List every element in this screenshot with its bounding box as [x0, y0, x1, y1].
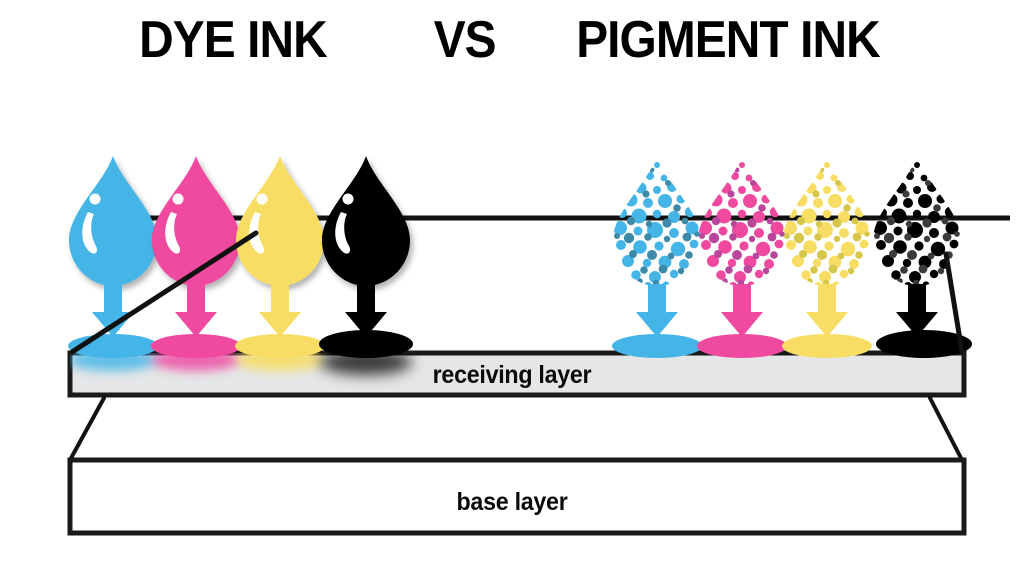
arrow-down-icon-pigment-magenta	[721, 284, 763, 337]
title-dye-ink: DYE INK	[139, 11, 329, 69]
arrow-down-icon-dye-black	[345, 284, 387, 337]
perspective-line-upper-left	[69, 230, 259, 355]
dye-drop-cyan	[69, 156, 157, 286]
arrow-down-icon-dye-yellow	[259, 284, 301, 337]
bleed-magenta	[152, 353, 240, 371]
highlight-dot-icon	[342, 193, 354, 205]
highlight-dot-icon	[89, 193, 101, 205]
puddle-dye-yellow	[235, 334, 325, 358]
puddle-group	[68, 330, 972, 358]
connector-line-right	[928, 396, 964, 462]
bleed-black	[320, 353, 412, 375]
pigment-ink-drop-group	[613, 156, 960, 286]
base-layer-label: base layer	[456, 488, 568, 516]
bleed-cyan	[70, 353, 157, 371]
puddle-pigment-cyan	[612, 334, 702, 358]
pigment-drop-black	[873, 156, 960, 286]
connector-line-left	[68, 396, 106, 462]
arrow-down-icon-pigment-yellow	[806, 284, 848, 337]
dye-drop-yellow	[236, 156, 324, 286]
dye-drop-black	[322, 156, 410, 286]
arrow-group	[92, 284, 938, 337]
dye-ink-drop-group	[69, 156, 410, 286]
pigment-drop-cyan	[613, 156, 700, 286]
page-title: DYE INK VS PIGMENT INK	[0, 14, 1024, 66]
puddle-pigment-black	[876, 330, 972, 358]
highlight-dot-icon	[256, 193, 268, 205]
arrow-down-icon-dye-cyan	[92, 284, 134, 337]
arrow-down-icon-pigment-black	[896, 284, 938, 337]
base-layer-box	[67, 457, 967, 536]
arrow-down-icon-dye-magenta	[175, 284, 217, 337]
dye-drop-magenta	[152, 156, 240, 286]
pigment-drop-magenta	[698, 156, 785, 286]
title-vs: VS	[434, 11, 497, 69]
title-pigment-ink: PIGMENT INK	[575, 11, 880, 69]
bleed-yellow	[236, 353, 324, 371]
perspective-line-upper-right	[943, 251, 965, 355]
puddle-pigment-yellow	[782, 334, 872, 358]
pigment-drop-yellow	[783, 156, 870, 286]
puddle-pigment-magenta	[697, 334, 787, 358]
highlight-crescent-icon	[165, 212, 181, 254]
dye-ink-bleed-group	[70, 353, 412, 375]
highlight-dot-icon	[172, 193, 184, 205]
puddle-dye-black	[319, 330, 413, 358]
puddle-dye-magenta	[151, 334, 241, 358]
highlight-crescent-icon	[335, 212, 351, 254]
arrow-down-icon-pigment-cyan	[636, 284, 678, 337]
receiving-layer-label: receiving layer	[432, 361, 592, 389]
highlight-crescent-icon	[82, 212, 98, 254]
